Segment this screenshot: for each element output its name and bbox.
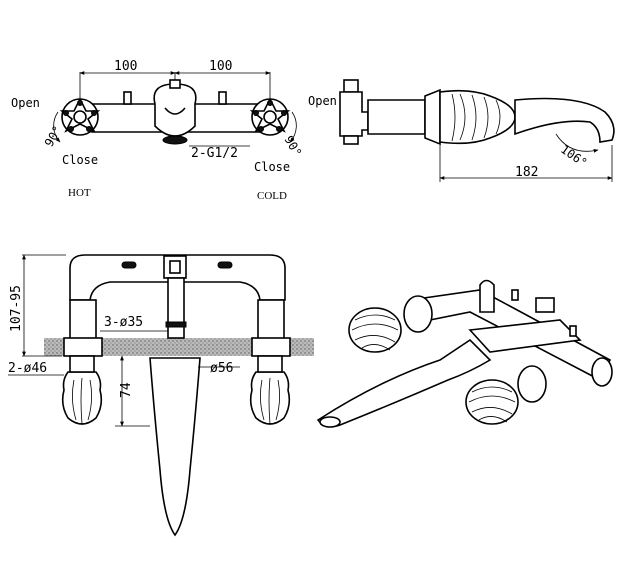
- left-flange: [63, 337, 103, 357]
- side-spout: [514, 97, 615, 143]
- height-label: 107-95: [9, 285, 24, 332]
- slot-left: [121, 261, 137, 269]
- slot-right: [217, 261, 233, 269]
- iso-spout-tip: [319, 416, 341, 428]
- open-label-front: Open: [11, 96, 40, 110]
- outlet-inner: [164, 107, 186, 115]
- stem-ring: [165, 321, 187, 328]
- side-angle-label: 106°: [558, 142, 590, 170]
- side-bottom-nut: [343, 135, 359, 145]
- wall-hatch: [44, 338, 314, 356]
- stud-right: [218, 91, 227, 105]
- center-stem: [167, 277, 185, 339]
- left-leg: [69, 299, 97, 341]
- outlet-nozzle: [162, 135, 188, 145]
- depth-label: 74: [119, 382, 134, 398]
- side-body-tube: [367, 99, 426, 135]
- close-left-label: Close: [62, 153, 98, 167]
- hot-handle: [59, 97, 101, 136]
- section-handle-left: [61, 355, 103, 425]
- outlet-cap: [169, 79, 181, 89]
- iso-dome: [479, 279, 495, 313]
- angle-arc-left: [53, 111, 61, 143]
- side-flange: [424, 88, 441, 146]
- stud-left: [123, 91, 132, 105]
- side-fluted-handle: [439, 89, 516, 145]
- section-view: 107-95 3-ø35 2-ø46 ø56 74: [8, 254, 314, 537]
- iso-handle-bottom: [465, 379, 519, 425]
- section-handle-right: [249, 355, 291, 425]
- angle-left-label: 90°: [42, 123, 65, 149]
- iso-flange-top: [403, 295, 433, 333]
- pipe-label: 3-ø35: [104, 315, 143, 330]
- iso-end-cap: [591, 357, 613, 387]
- section-square-inner: [169, 260, 181, 274]
- iso-stud-1: [511, 289, 519, 301]
- iso-cross-tube: [468, 319, 582, 353]
- iso-spout: [316, 338, 492, 428]
- center-outlet: [153, 83, 197, 137]
- iso-square-nut: [535, 297, 555, 313]
- close-right-label: Close: [254, 160, 290, 174]
- side-wall-connector: [339, 91, 369, 137]
- section-spout: [149, 357, 201, 537]
- iso-stud-2: [569, 325, 577, 337]
- angle-arc-right: [289, 111, 297, 143]
- isometric-view: [316, 279, 613, 428]
- right-flange: [251, 337, 291, 357]
- dim-left-label: 100: [114, 59, 137, 74]
- side-view: 106° 182 Open: [308, 79, 615, 182]
- right-leg: [257, 299, 285, 341]
- thread-label: 2-G1/2: [191, 146, 238, 161]
- side-top-nut: [343, 79, 359, 93]
- front-view: 100 100: [11, 59, 304, 202]
- open-label-side: Open: [308, 94, 337, 108]
- angle-right-label: 90°: [281, 133, 304, 159]
- flange-label: 2-ø46: [8, 361, 47, 376]
- side-length-label: 182: [515, 165, 538, 180]
- hot-label: HOT: [68, 187, 91, 199]
- cold-handle: [249, 97, 291, 136]
- spout-dia-label: ø56: [210, 361, 233, 376]
- cold-label: COLD: [257, 190, 287, 202]
- side-angle-arc: [555, 133, 599, 153]
- iso-flange-bottom: [517, 365, 547, 403]
- iso-handle-top: [348, 307, 402, 353]
- dim-right-label: 100: [209, 59, 232, 74]
